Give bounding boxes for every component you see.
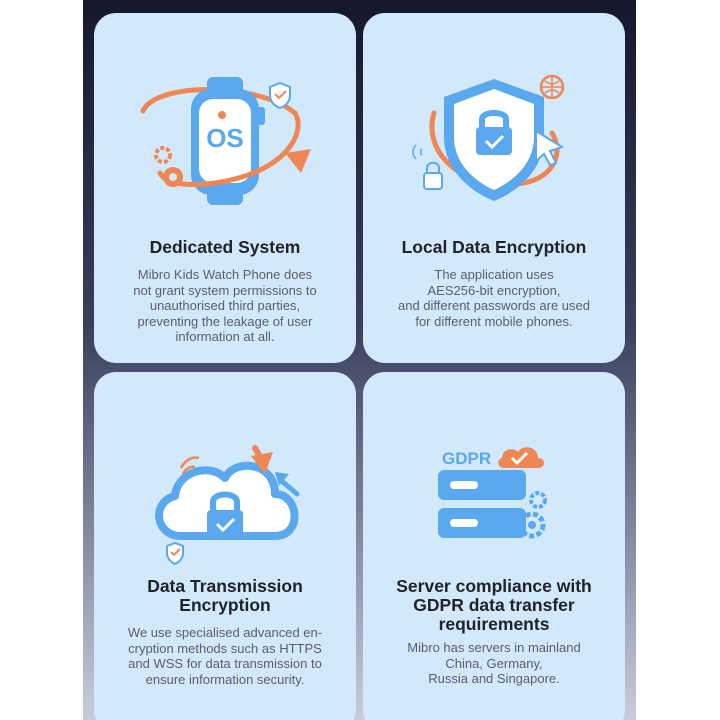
- smartwatch-os-icon: OS: [140, 77, 311, 205]
- cloud-lock-icon: [155, 445, 300, 566]
- feature-card-data-transmission-encryption: Data Transmission Encryption We use spec…: [94, 372, 356, 720]
- features-panel: OS Dedicated System Mibro Kids Watch Pho…: [83, 0, 636, 720]
- card-description: Mibro Kids Watch Phone does not grant sy…: [133, 267, 317, 344]
- shield-lock-icon: [412, 74, 565, 201]
- feature-card-gdpr-compliance: GDPR Server compliance with GDPR data tr…: [363, 372, 625, 720]
- gdpr-server-icon: GDPR: [438, 447, 547, 539]
- card-description: The application uses AES256-bit encrypti…: [398, 267, 590, 329]
- card-title: Data Transmission Encryption: [147, 576, 303, 615]
- card-title: Dedicated System: [149, 237, 301, 257]
- feature-card-local-data-encryption: Local Data Encryption The application us…: [363, 13, 625, 363]
- card-description: We use specialised advanced en- cryption…: [127, 625, 323, 687]
- card-title: Local Data Encryption: [401, 237, 587, 257]
- card-description: Mibro has servers in mainland China, Ger…: [407, 640, 581, 686]
- card-title: Server compliance with GDPR data transfe…: [396, 576, 592, 634]
- svg-text:GDPR: GDPR: [442, 449, 491, 468]
- svg-text:OS: OS: [206, 123, 244, 153]
- feature-card-dedicated-system: OS Dedicated System Mibro Kids Watch Pho…: [94, 13, 356, 363]
